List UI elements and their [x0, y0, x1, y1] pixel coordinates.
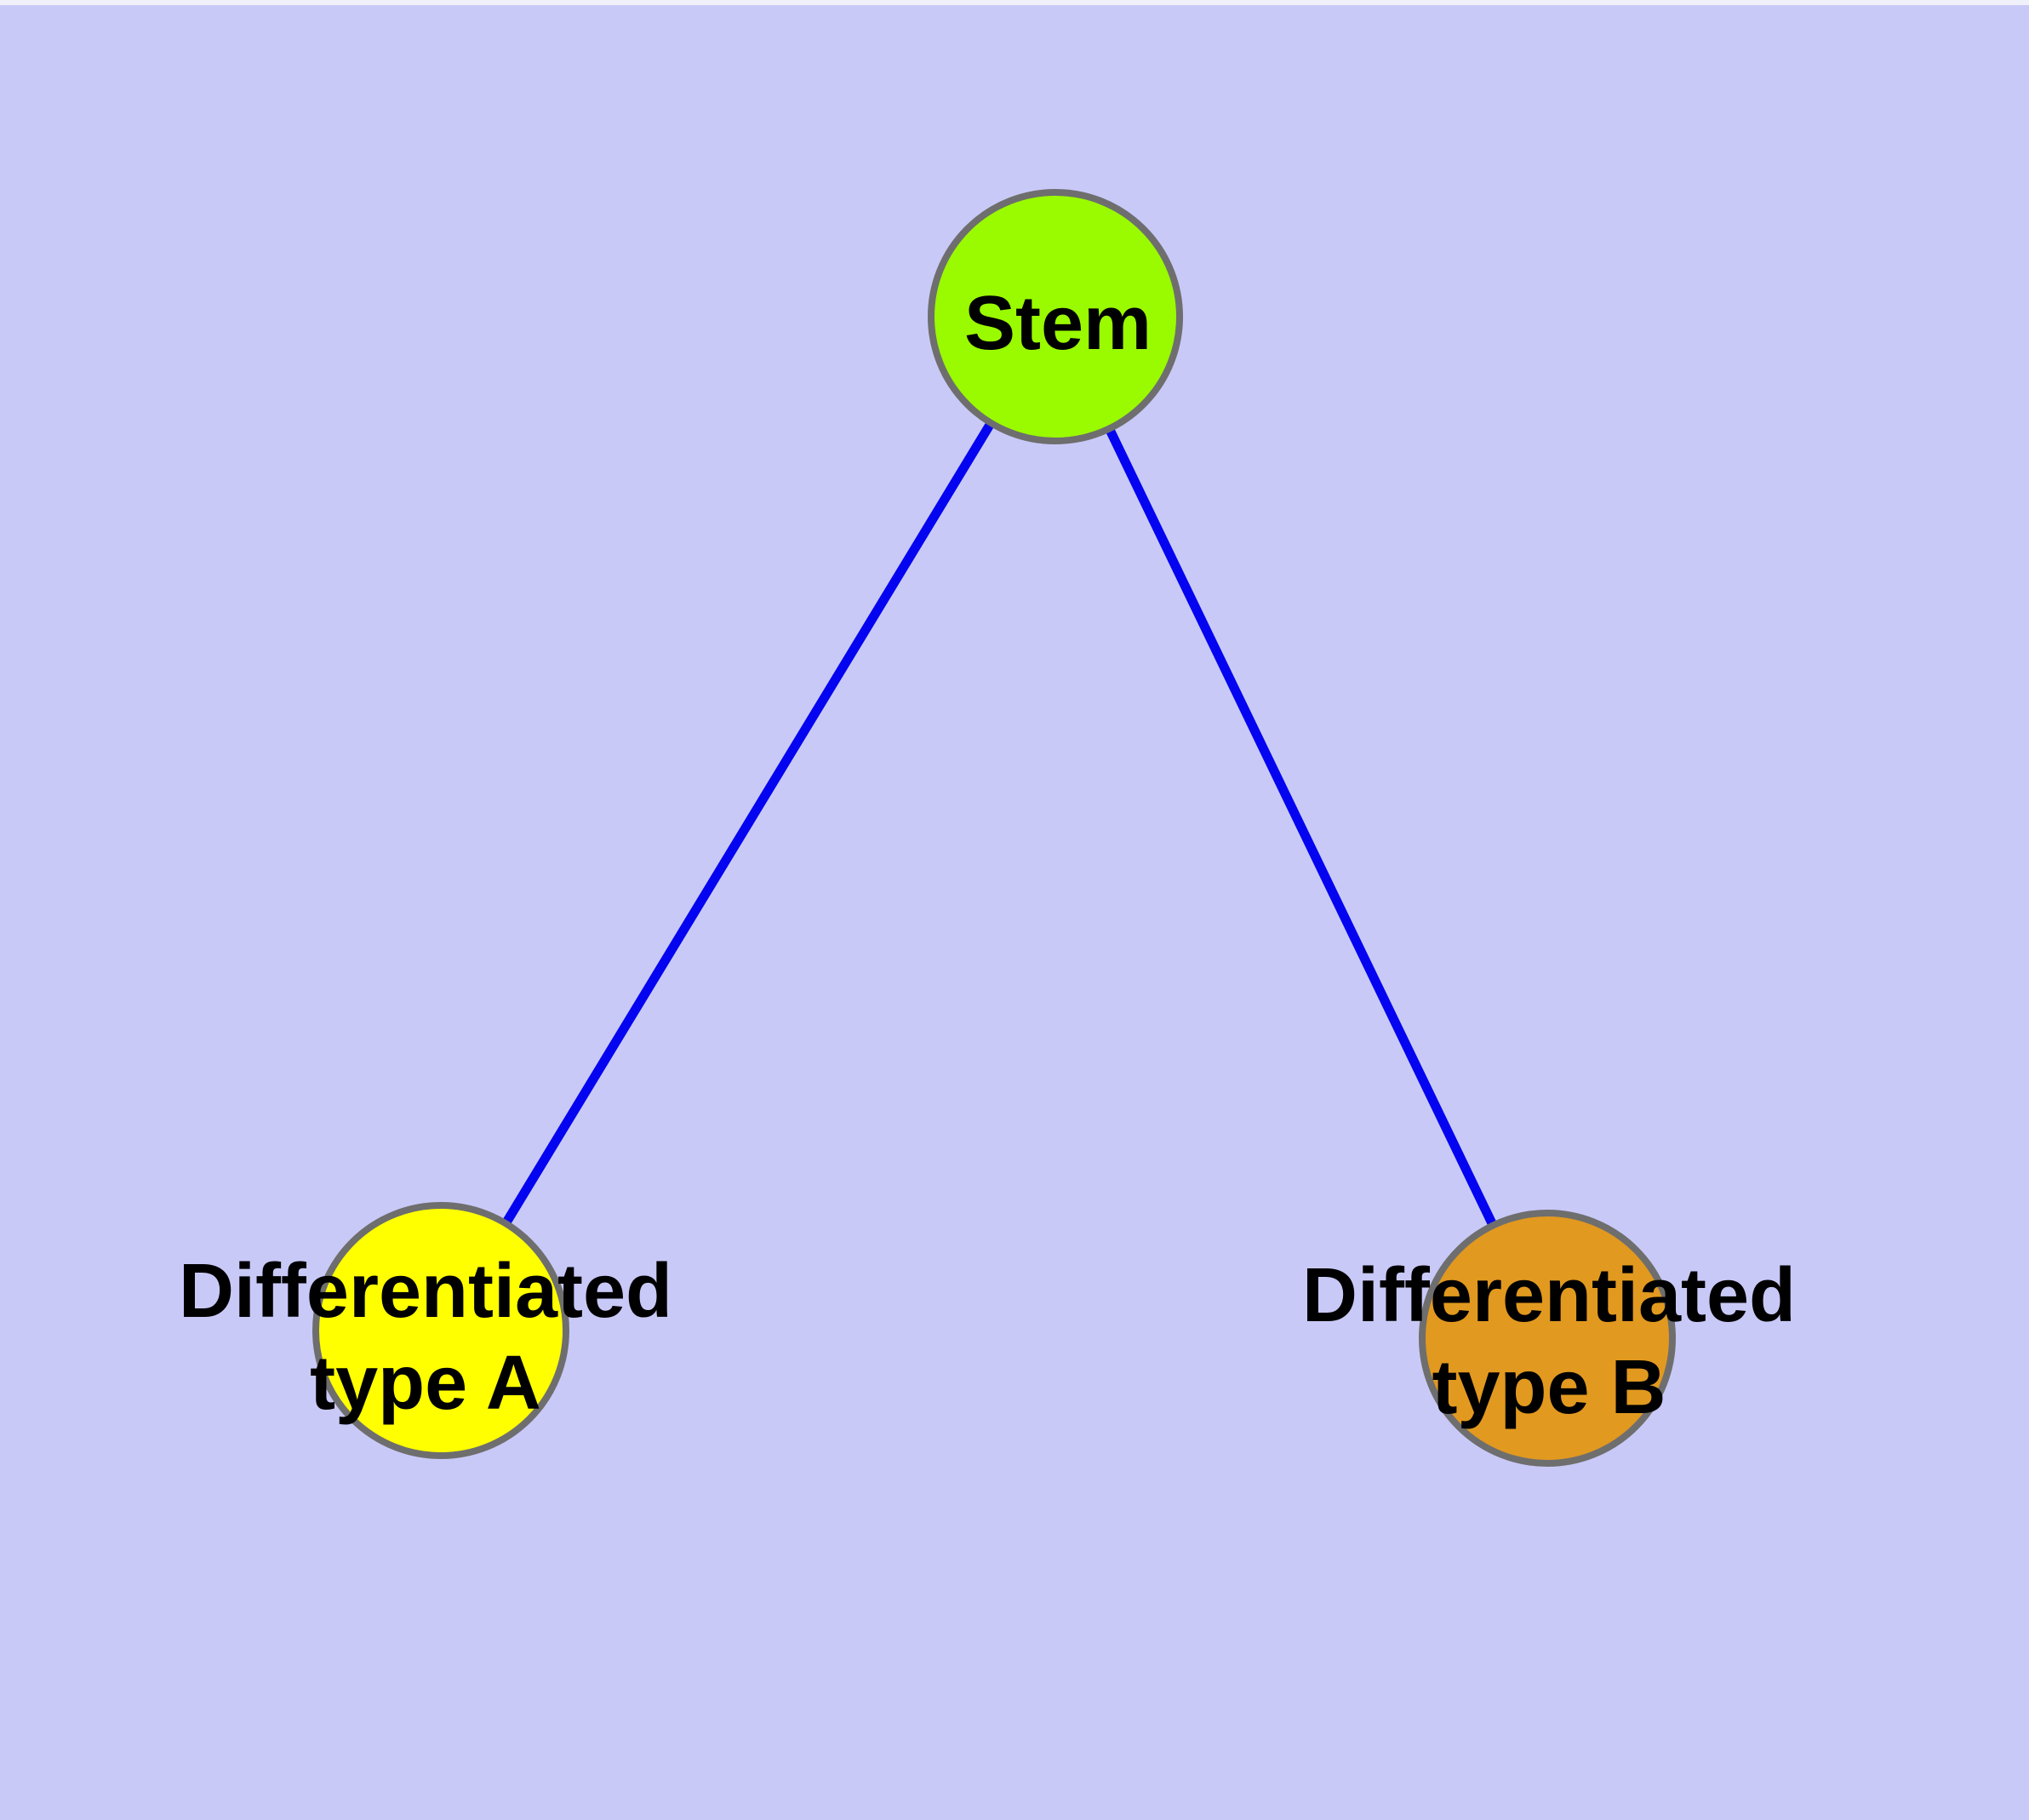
- top-edge-strip: [0, 0, 2029, 5]
- node-type-b-label-line2: type B: [1432, 1345, 1666, 1430]
- node-type-a-label-line1: Differentiated: [179, 1249, 672, 1334]
- node-type-a-circle: [312, 1202, 569, 1459]
- node-stem-circle: [928, 189, 1183, 444]
- edge-stem-to-type-a: [436, 312, 1060, 1336]
- node-type-b-circle: [1419, 1210, 1676, 1467]
- node-type-a-label-line2: type A: [310, 1341, 541, 1426]
- edge-stem-to-type-b: [1050, 312, 1552, 1343]
- node-stem-label: Stem: [964, 281, 1152, 366]
- node-type-b-label-line1: Differentiated: [1302, 1253, 1796, 1338]
